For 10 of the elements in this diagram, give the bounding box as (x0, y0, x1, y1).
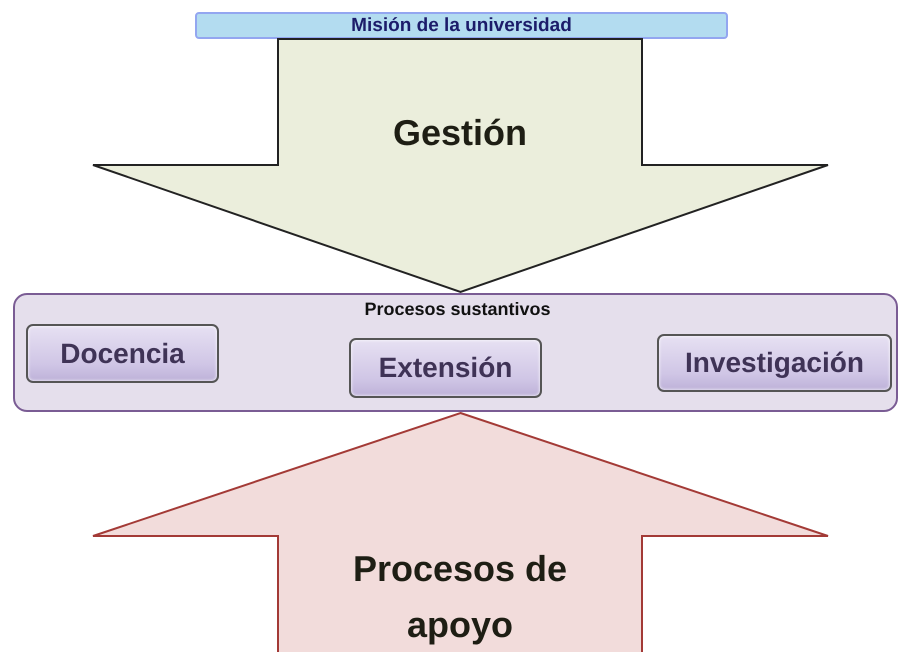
group-title: Procesos sustantivos (363, 299, 552, 320)
group-panel (13, 293, 898, 412)
pointed-banner (93, 39, 828, 292)
pointed-banner (93, 413, 828, 652)
arrow-label: Gestión (392, 111, 528, 155)
arrow-label: Procesos de apoyo (352, 547, 568, 647)
process-box: Investigación (657, 334, 892, 392)
process-box: Extensión (349, 338, 542, 398)
title-bar: Misión de la universidad (195, 12, 728, 39)
process-box: Docencia (26, 324, 219, 383)
